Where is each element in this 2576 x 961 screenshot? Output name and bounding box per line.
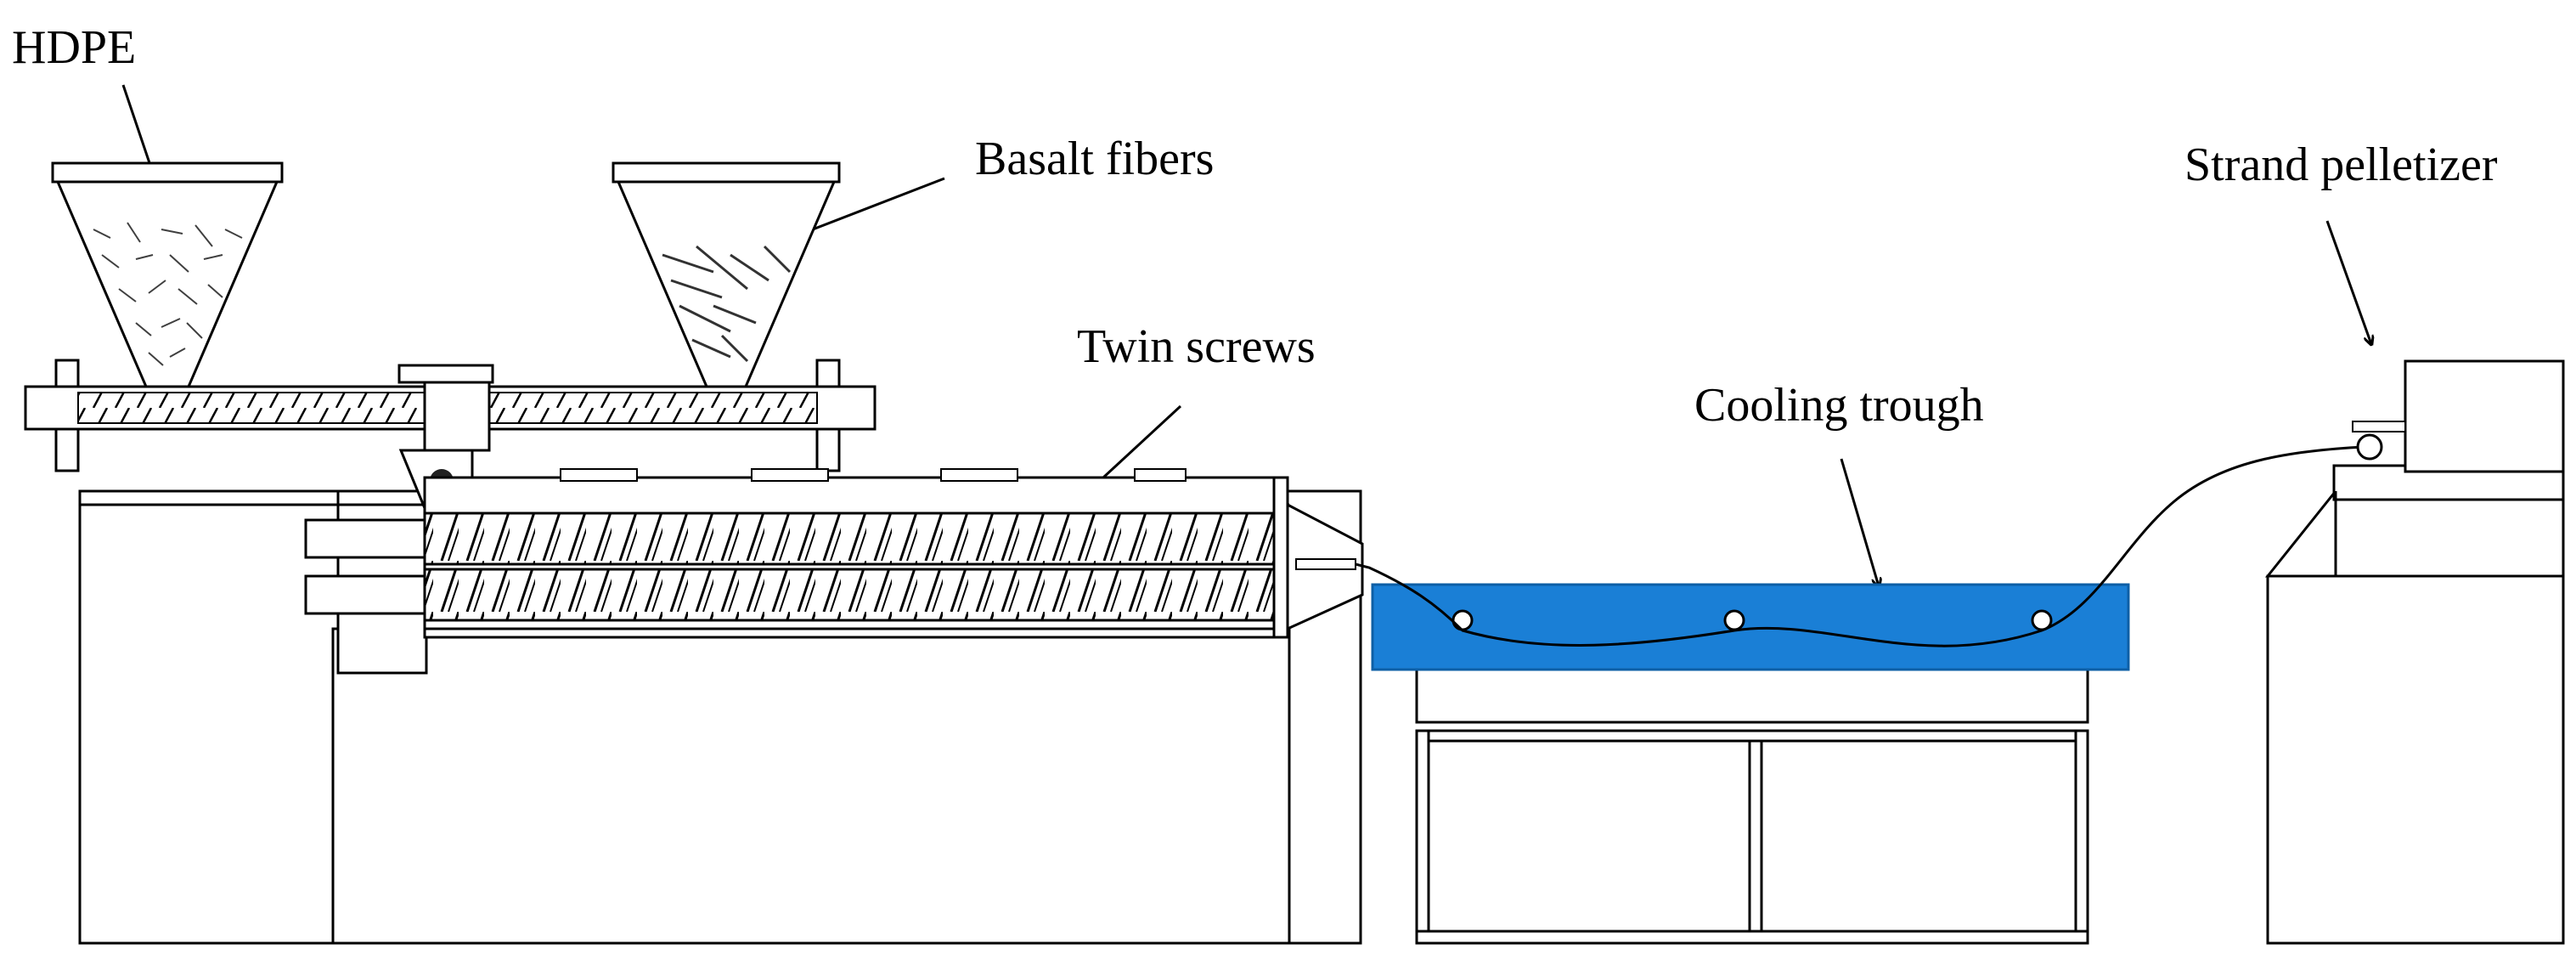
- label-hdpe: HDPE: [12, 21, 136, 74]
- die-head: [1286, 502, 1364, 631]
- cooling-water: [1371, 583, 2130, 671]
- guide-roller-1: [1451, 609, 1474, 631]
- arrow-strand-pelletizer: [2325, 220, 2371, 344]
- label-cooling-trough: Cooling trough: [1694, 379, 1984, 432]
- label-basalt-fibers: Basalt fibers: [975, 133, 1214, 185]
- side-feeder-screw: [24, 359, 877, 472]
- strand: [1355, 444, 2379, 647]
- arrow-cooling-trough: [1840, 458, 1879, 586]
- pelletizer-roller: [2356, 433, 2383, 461]
- label-twin-screws: Twin screws: [1077, 320, 1316, 373]
- screw-lower: [423, 568, 1276, 622]
- arrow-twin-screws: [1092, 404, 1182, 488]
- basalt-fibers-hopper: [612, 161, 841, 388]
- screw-upper: [423, 512, 1276, 566]
- hdpe-hopper: [51, 161, 284, 388]
- strand-pelletizer: [2264, 359, 2565, 945]
- twin-screw-barrel: [304, 468, 1289, 639]
- guide-roller-2: [1723, 609, 1745, 631]
- label-strand-pelletizer: Strand pelletizer: [2184, 138, 2498, 191]
- cooling-trough: [1371, 583, 2130, 945]
